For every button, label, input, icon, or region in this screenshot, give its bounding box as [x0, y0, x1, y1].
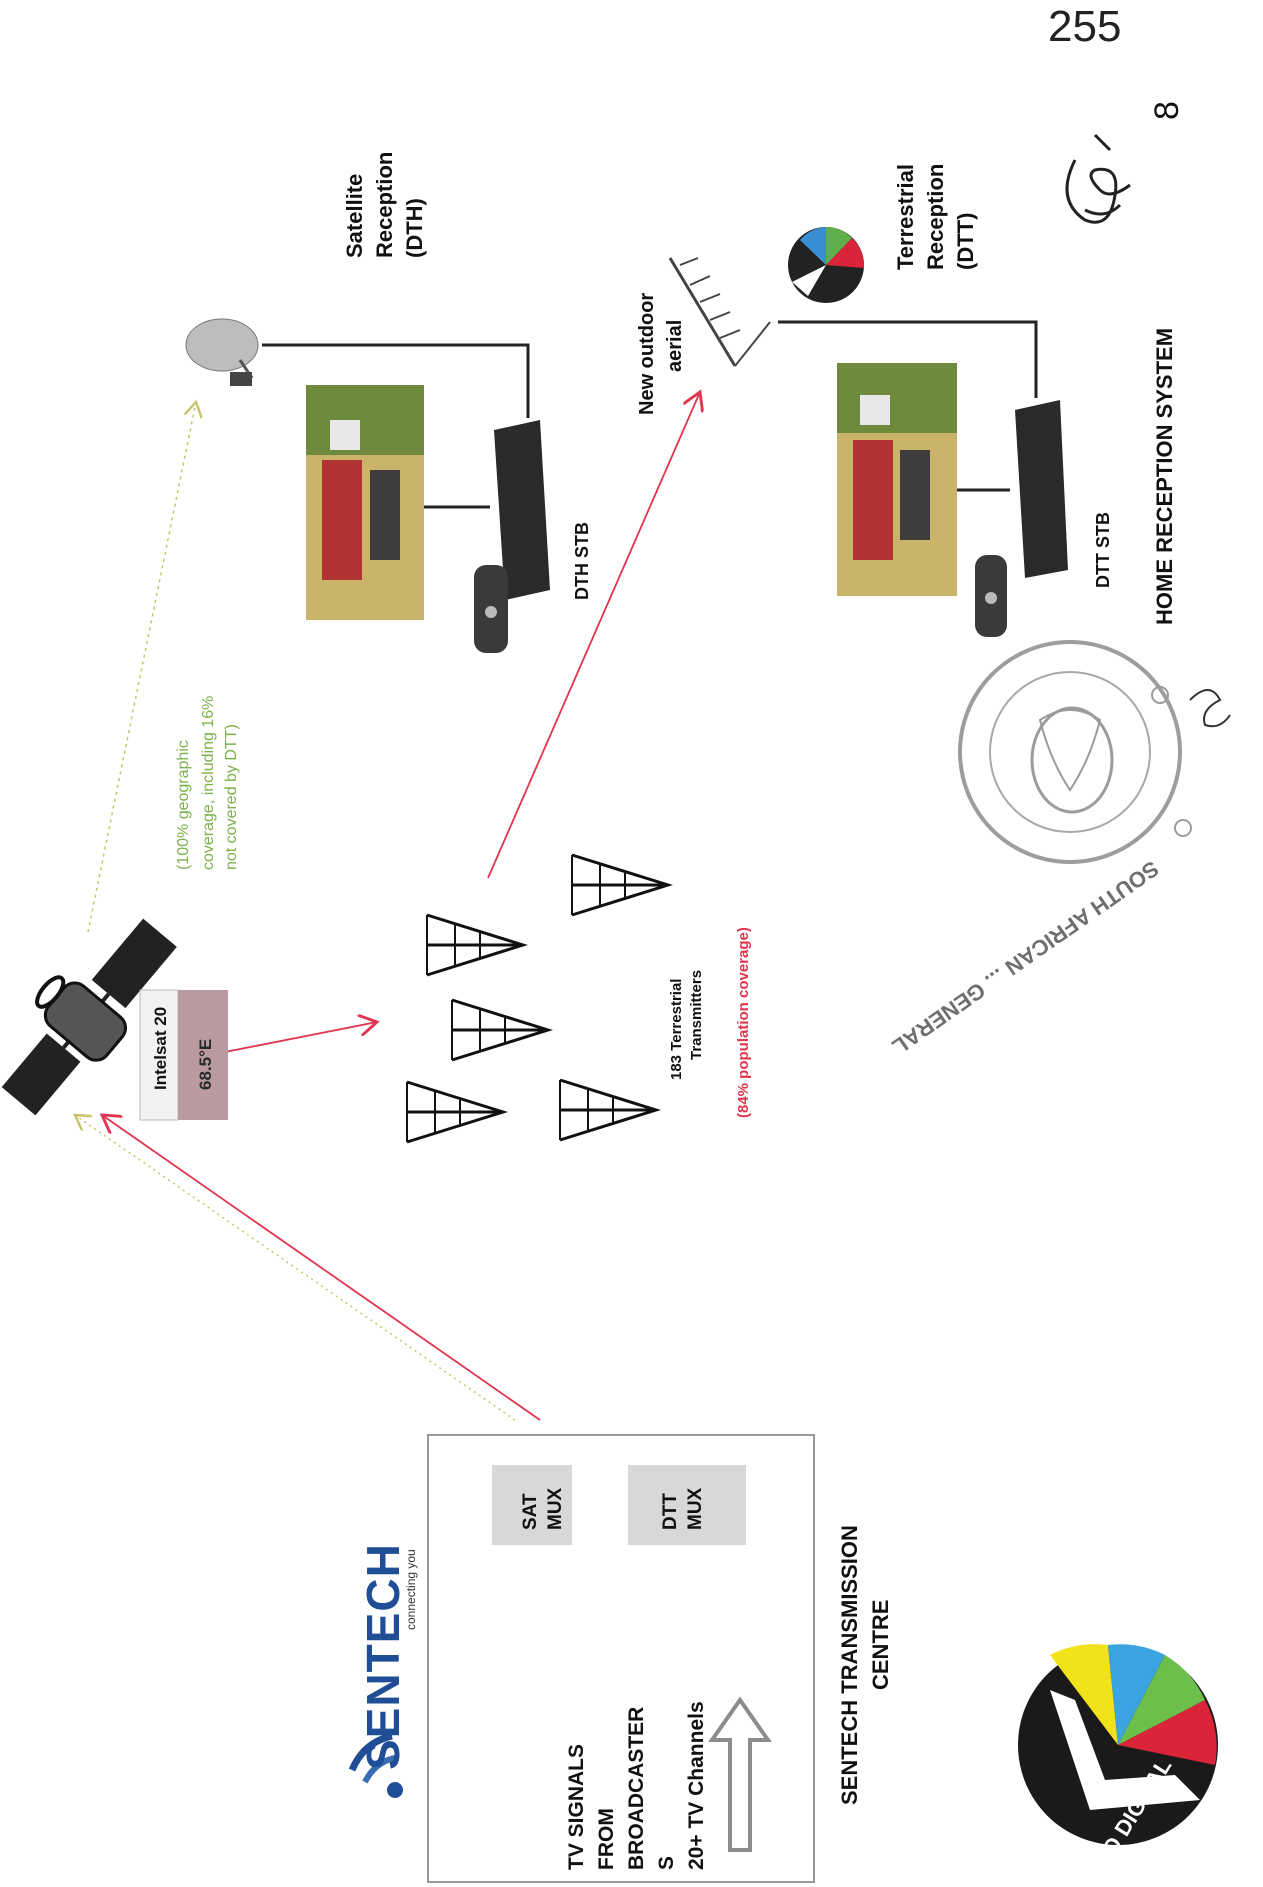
terrestrial-reception-line-3: (DTT) [953, 212, 978, 270]
stamp-signature [1189, 689, 1231, 728]
page-number: 255 [1048, 2, 1122, 51]
satellite-icon [1, 918, 177, 1116]
signals-line-4: S [655, 1855, 678, 1870]
centre-title-line-2: CENTRE [868, 1599, 893, 1690]
dtt-mux-box [628, 1465, 746, 1545]
centre-title-line-1: SENTECH TRANSMISSION [837, 1525, 862, 1805]
signals-line-5: 20+ TV Channels [685, 1701, 708, 1870]
dth-tv-icon [306, 385, 424, 620]
sentech-logo-icon [348, 1732, 403, 1798]
page-title: HOME RECEPTION SYSTEM [1152, 327, 1177, 625]
satellite-reception-line-1: Satellite [342, 173, 367, 258]
up-arrow-icon [708, 1696, 772, 1852]
terrestrial-reception-line-2: Reception [923, 163, 948, 270]
satellite-reception-line-3: (DTH) [402, 198, 427, 258]
signals-line-3: BROADCASTER [625, 1706, 648, 1870]
satellite-dish-icon [185, 318, 530, 418]
transmitter-tower-icon [451, 998, 554, 1062]
signature [1065, 133, 1131, 224]
terrestrial-reception-line-1: Terrestrial [893, 164, 918, 270]
go-digital-logo [1018, 1644, 1218, 1845]
transmitter-tower-icon [426, 913, 529, 977]
satellite-label-box [139, 989, 228, 1121]
coverage-note-line-1: (100% geographic [175, 740, 192, 870]
dtt-set-top-box-icon [1015, 400, 1068, 578]
sentech-centre-box [427, 1434, 815, 1883]
official-stamp [958, 640, 1192, 864]
sentech-brand: SENTECH [357, 1543, 409, 1770]
sentech-tagline: connecting you [404, 1549, 418, 1630]
transmitters-label-line-1: 183 Terrestrial [668, 978, 685, 1080]
dtt-mux-line-2: MUX [685, 1487, 706, 1530]
stamp-text-south-african: SOUTH AFRICAN ... GENERAL [887, 856, 1163, 1060]
transmitter-towers [406, 853, 674, 1144]
satellite-position: 68.5°E [196, 1038, 215, 1090]
sat-mux-box [492, 1465, 572, 1545]
go-digital-small-logo [788, 227, 865, 303]
dth-stb-label: DTH STB [572, 522, 592, 600]
dtt-mux-line-1: DTT [660, 1493, 681, 1530]
sat-mux-line-2: MUX [545, 1487, 566, 1530]
satellite-reception-line-2: Reception [372, 151, 397, 258]
transmitter-tower-icon [571, 853, 674, 917]
dtt-tv-icon [837, 363, 957, 596]
transmitter-tower-icon [559, 1078, 662, 1142]
dth-set-top-box-icon [494, 420, 550, 600]
aerial-label-line-2: aerial [664, 319, 686, 372]
transmitter-tower-icon [406, 1080, 509, 1144]
population-coverage-label: (84% population coverage) [735, 927, 752, 1118]
satellite-uplink-lines [75, 392, 700, 1421]
dth-remote-icon [474, 565, 508, 653]
coverage-note-line-3: not covered by DTT) [223, 724, 240, 870]
dtt-remote-icon [975, 555, 1007, 637]
aerial-label-line-1: New outdoor [636, 292, 658, 415]
satellite-name: Intelsat 20 [151, 1006, 170, 1090]
sat-mux-line-1: SAT [520, 1493, 541, 1530]
transmitters-label-line-2: Transmitters [688, 969, 705, 1060]
signals-line-1: TV SIGNALS [565, 1743, 588, 1870]
outdoor-aerial-icon [668, 257, 1038, 398]
dtt-stb-label: DTT STB [1093, 512, 1113, 588]
coverage-note-line-2: coverage, including 16% [200, 695, 217, 870]
signals-line-2: FROM [595, 1808, 618, 1870]
